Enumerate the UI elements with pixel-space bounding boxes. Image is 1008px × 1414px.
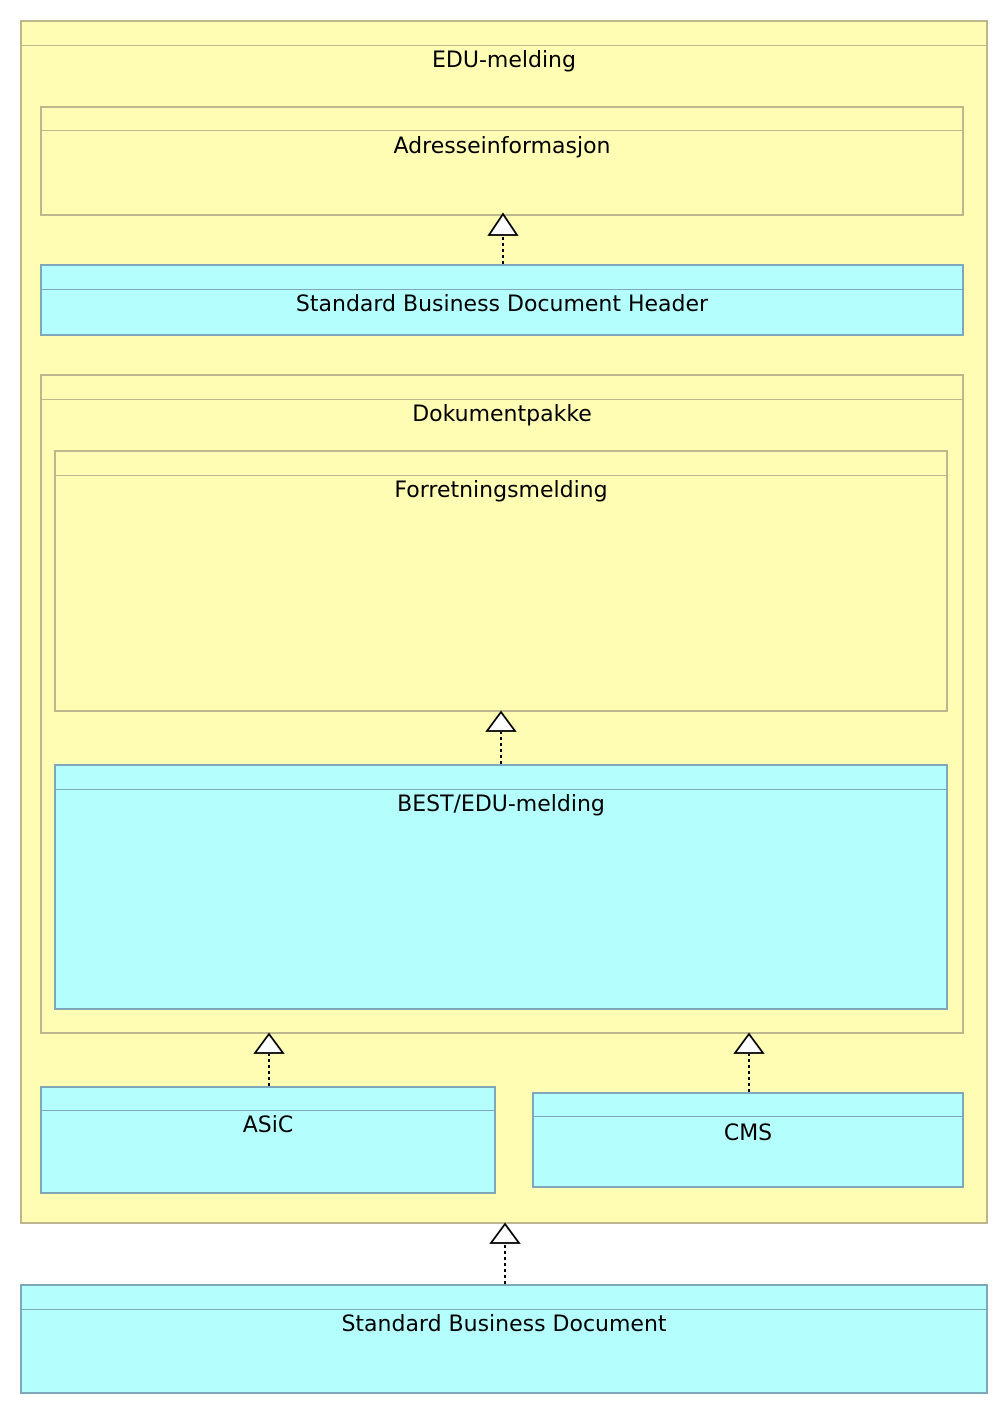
forretningsmelding-label: Forretningsmelding: [394, 478, 608, 503]
dokumentpakke-label: Dokumentpakke: [412, 402, 592, 427]
best-edu-melding-header-strip: [56, 766, 946, 790]
best-edu-melding-box: BEST/EDU-melding: [54, 764, 948, 1010]
sbd-label: Standard Business Document: [341, 1312, 667, 1337]
asic-header-strip: [42, 1088, 494, 1111]
sbd-header-strip: [22, 1286, 986, 1310]
cms-header-strip: [534, 1094, 962, 1117]
asic-box: ASiC: [40, 1086, 496, 1194]
cms-label: CMS: [723, 1121, 773, 1146]
forretningsmelding-header-strip: [56, 452, 946, 476]
adresseinformasjon-box: Adresseinformasjon: [40, 106, 964, 216]
edu-melding-label: EDU-melding: [432, 48, 576, 73]
sbdh-label: Standard Business Document Header: [295, 292, 709, 317]
asic-label: ASiC: [242, 1113, 294, 1138]
cms-box: CMS: [532, 1092, 964, 1188]
dokumentpakke-header-strip: [42, 376, 962, 400]
sbd-box: Standard Business Document: [20, 1284, 988, 1394]
adresseinformasjon-label: Adresseinformasjon: [393, 134, 611, 159]
edu-melding-header-strip: [22, 22, 986, 46]
adresseinformasjon-header-strip: [42, 108, 962, 131]
realization-sbd-to-edu-melding: [489, 1222, 521, 1284]
best-edu-melding-label: BEST/EDU-melding: [397, 792, 605, 817]
sbdh-box: Standard Business Document Header: [40, 264, 964, 336]
sbdh-header-strip: [42, 266, 962, 290]
realization-arrowhead-icon: [489, 1222, 521, 1244]
forretningsmelding-box: Forretningsmelding: [54, 450, 948, 712]
